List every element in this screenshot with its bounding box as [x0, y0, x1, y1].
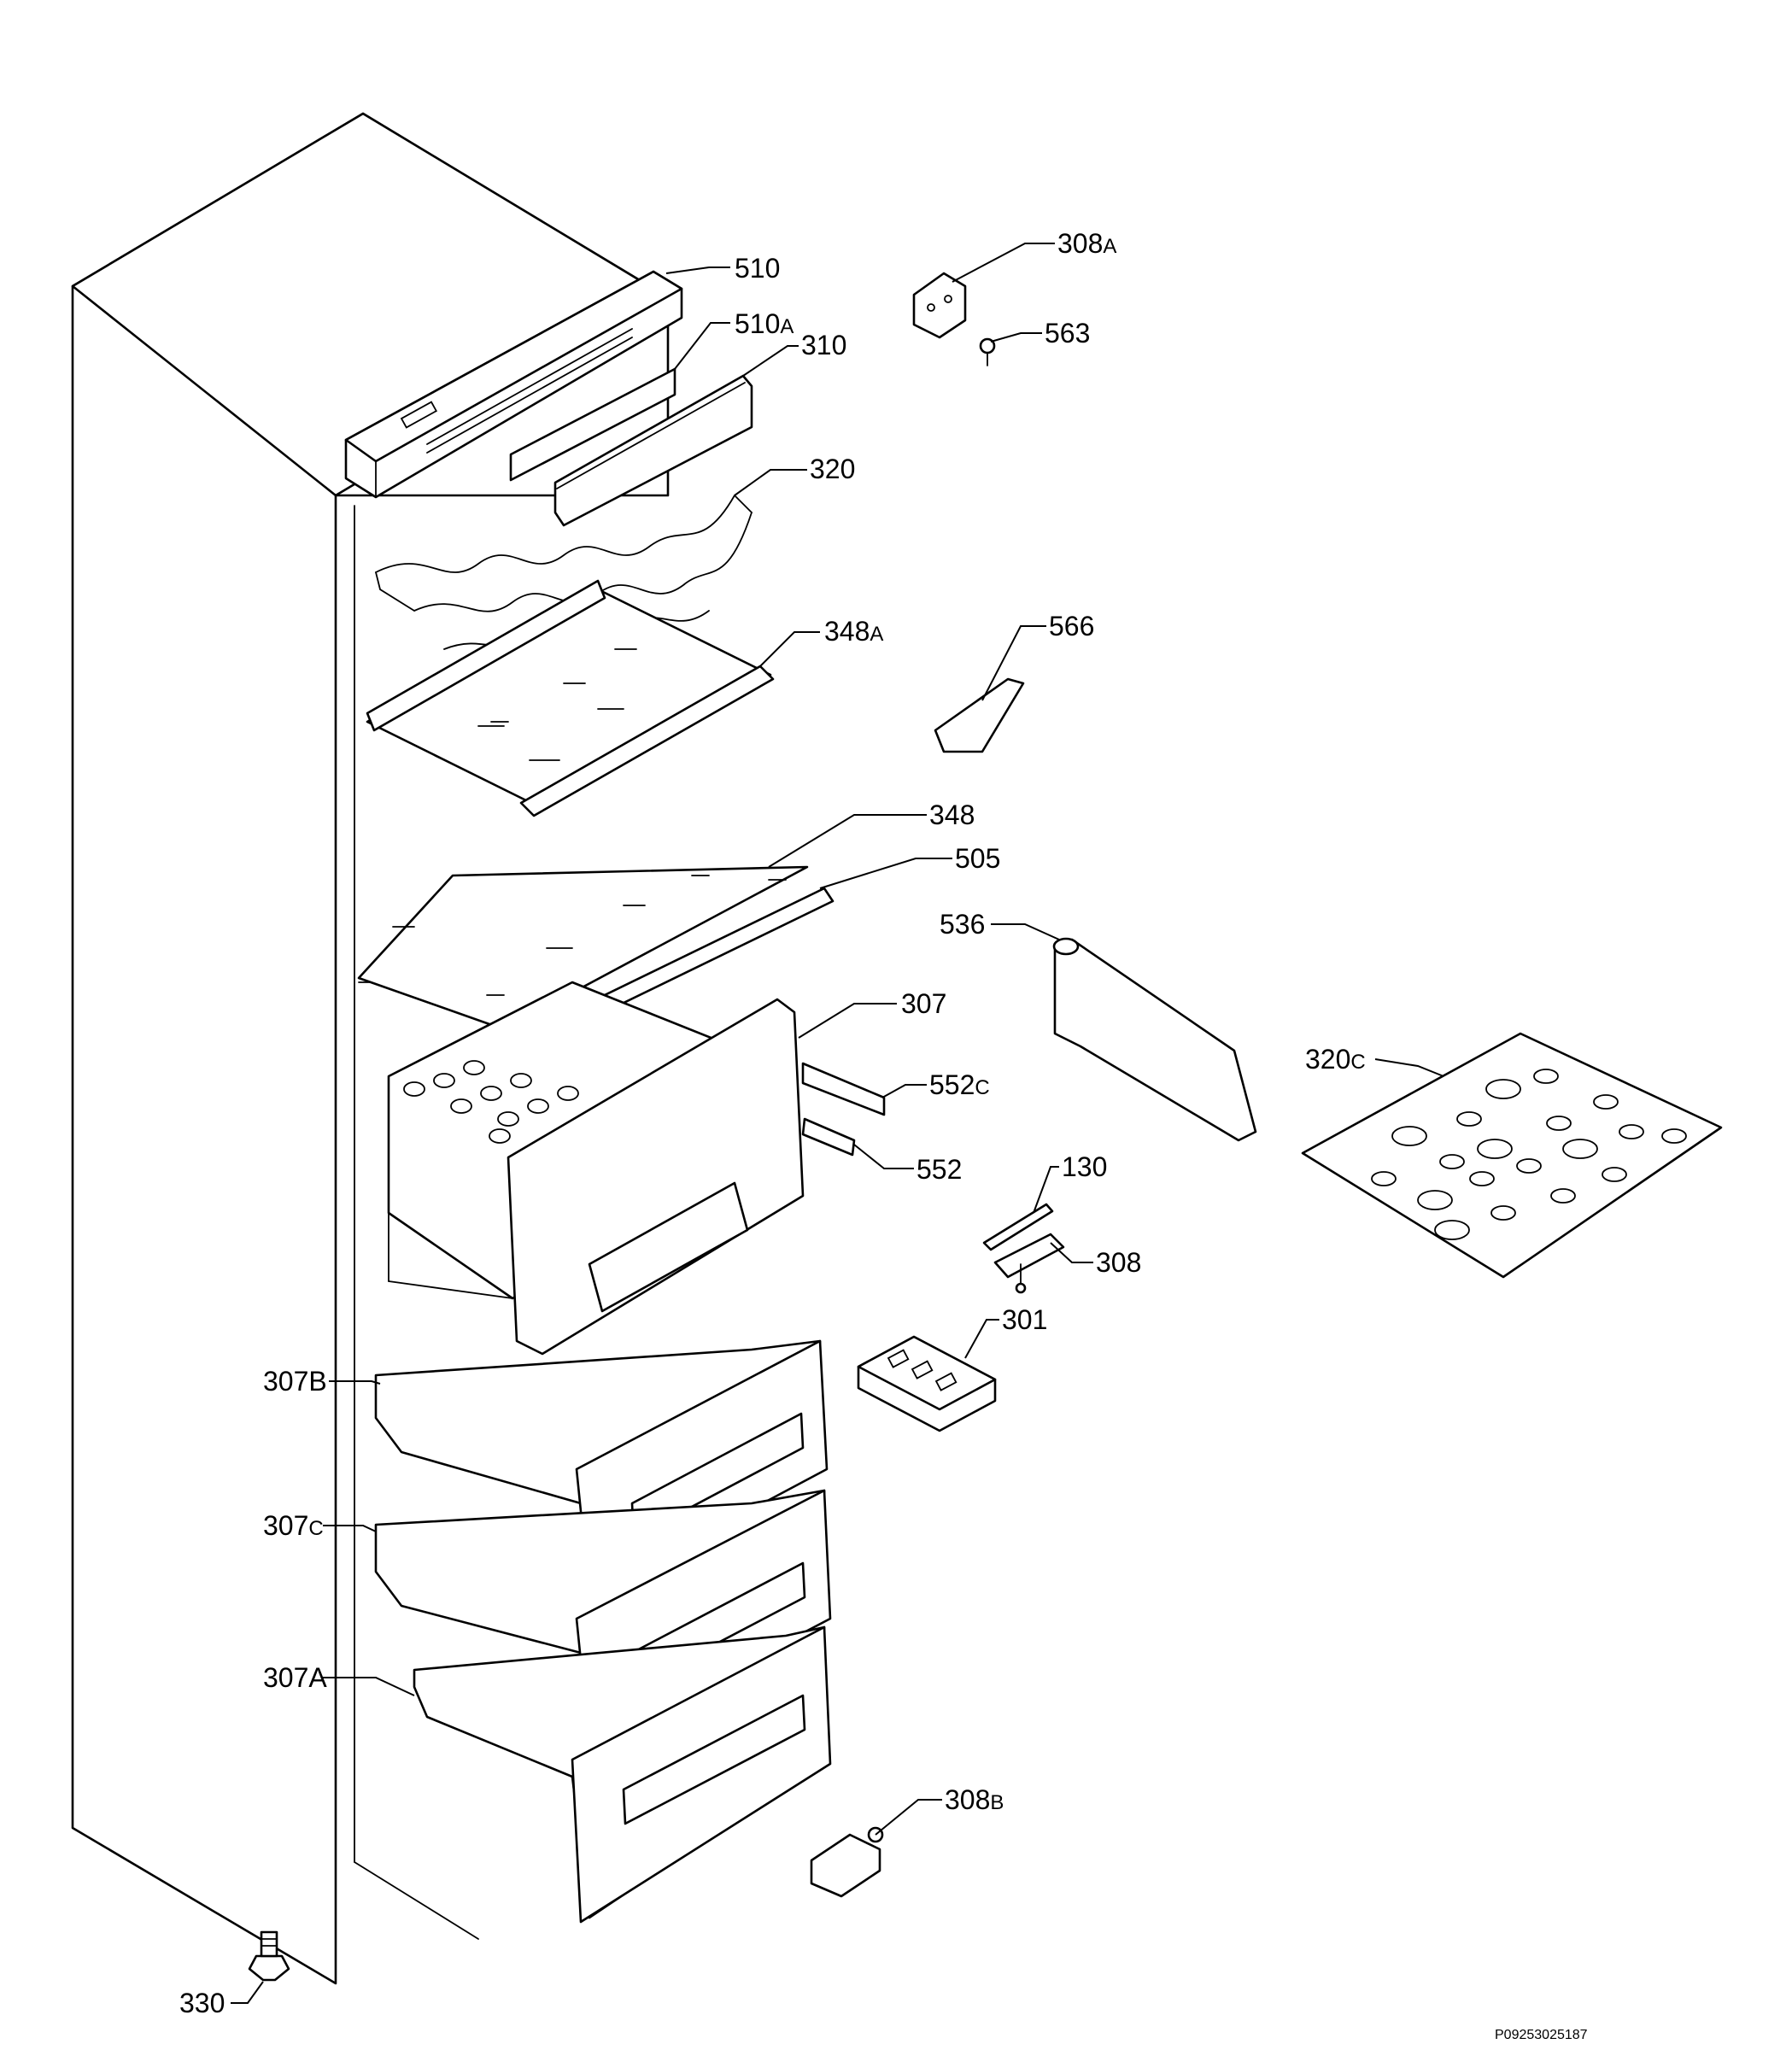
leader-lines [231, 243, 1444, 2004]
callout-563: 563 [1045, 318, 1090, 348]
callout-566: 566 [1049, 611, 1094, 641]
callout-308a: 308A [1057, 228, 1116, 259]
callout-330: 330 [179, 1988, 225, 2018]
runner-552c [801, 1062, 886, 1116]
callout-307: 307 [901, 988, 946, 1019]
callout-307c: 307C [263, 1510, 324, 1541]
callout-505: 505 [955, 843, 1000, 874]
hinge-bracket-308b [810, 1826, 884, 1898]
ice-tray-301 [857, 1335, 997, 1432]
callout-536: 536 [940, 909, 985, 940]
callout-307b: 307B [263, 1366, 327, 1397]
scraper-566 [934, 677, 1025, 753]
callout-308b: 308B [945, 1784, 1004, 1815]
callout-301: 301 [1002, 1304, 1047, 1335]
perforated-plate-320c [1301, 1032, 1723, 1279]
callout-348a: 348A [824, 616, 883, 647]
callout-320c: 320C [1305, 1044, 1366, 1075]
callout-510: 510 [735, 253, 780, 284]
screw-563 [979, 337, 996, 366]
glass-shelf-348a [366, 579, 775, 817]
hinge-bracket-308a [912, 272, 967, 339]
callout-348: 348 [929, 800, 975, 830]
callout-labels: 510 510A 310 320 348A 348 505 307 552C 5… [179, 228, 1366, 2018]
divider-536 [1052, 937, 1257, 1142]
runner-552 [801, 1117, 856, 1157]
callout-552: 552 [916, 1154, 962, 1185]
callout-307a: 307A [263, 1662, 327, 1693]
adjustable-foot-330 [248, 1930, 290, 1982]
callout-510a: 510A [735, 308, 794, 339]
cabinet [71, 112, 670, 1985]
callout-310: 310 [801, 330, 846, 360]
strip-510a [509, 367, 676, 482]
freezer-drawer-307 [387, 981, 805, 1356]
callout-552c: 552C [929, 1069, 990, 1100]
document-id: P09253025187 [1495, 2028, 1588, 2042]
callout-320: 320 [810, 454, 855, 484]
hinge-130-308 [982, 1203, 1065, 1294]
drawer-307a [413, 1625, 832, 1924]
callout-130: 130 [1062, 1151, 1107, 1182]
control-panel-510 [344, 270, 683, 499]
callout-308: 308 [1096, 1247, 1141, 1278]
shelf-348 [357, 865, 809, 1031]
